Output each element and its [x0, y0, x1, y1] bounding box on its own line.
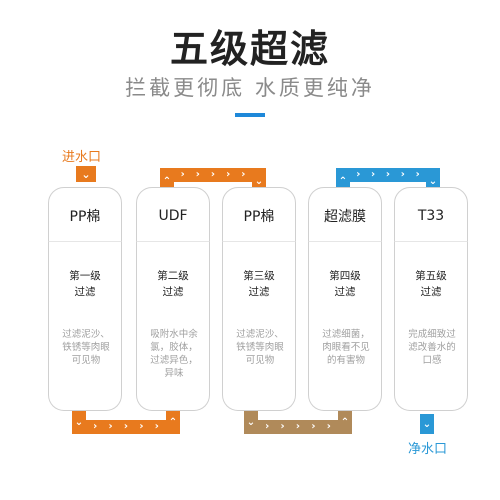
inlet-label: 进水口: [62, 150, 102, 165]
filter-stage-1: PP棉 第一级 过滤 过滤泥沙、 铁锈等肉眼 可见物: [48, 187, 122, 411]
outlet-arrow-icon: ⌄: [420, 414, 434, 434]
stage-label: 第五级 过滤: [415, 270, 447, 298]
filter-name: T33: [394, 187, 468, 245]
page-subtitle: 拦截更彻底 水质更纯净: [125, 76, 375, 100]
stage3-out-arrow-icon: ⌄: [244, 410, 258, 434]
stage-description: 完成细致过 滤改善水的 口感: [408, 329, 456, 366]
stage1-out-arrow-icon: ⌄: [72, 410, 86, 434]
stage-label: 第四级 过滤: [329, 270, 361, 298]
connector-bottom-3-4: ›››››››: [244, 420, 352, 434]
outlet-label: 净水口: [408, 442, 448, 457]
stage-label: 第三级 过滤: [243, 270, 275, 298]
filter-stage-4: 超滤膜 第四级 过滤 过滤细菌， 肉眼看不见 的有害物: [308, 187, 382, 411]
stage-description: 过滤泥沙、 铁锈等肉眼 可见物: [236, 329, 284, 366]
title-accent-bar: [235, 113, 265, 117]
filter-name: PP棉: [222, 187, 296, 245]
filter-name: PP棉: [48, 187, 122, 245]
connector-top-2-3: ›››››››: [160, 168, 266, 182]
stage-label: 第一级 过滤: [69, 270, 101, 298]
stage-description: 过滤泥沙、 铁锈等肉眼 可见物: [62, 329, 110, 366]
connector-bottom-1-2: ›››››››: [72, 420, 180, 434]
filter-stage-3: PP棉 第三级 过滤 过滤泥沙、 铁锈等肉眼 可见物: [222, 187, 296, 411]
filter-name: 超滤膜: [308, 187, 382, 245]
filter-name: UDF: [136, 187, 210, 245]
stage4-up-arrow-icon: ⌃: [338, 410, 352, 434]
connector-top-4-5: ›››››››: [336, 168, 440, 182]
filter-stage-2: UDF 第二级 过滤 吸附水中余 氯，胶体， 过滤异色， 异味: [136, 187, 210, 411]
stage-description: 过滤细菌， 肉眼看不见 的有害物: [322, 329, 370, 366]
inlet-arrow-icon: ⌄: [76, 166, 96, 182]
page-title: 五级超滤: [169, 27, 330, 71]
stage-description: 吸附水中余 氯，胶体， 过滤异色， 异味: [150, 329, 198, 379]
filter-stage-5: T33 第五级 过滤 完成细致过 滤改善水的 口感: [394, 187, 468, 411]
stage-label: 第二级 过滤: [157, 270, 189, 298]
stage2-up-arrow-icon: ⌃: [166, 410, 180, 434]
